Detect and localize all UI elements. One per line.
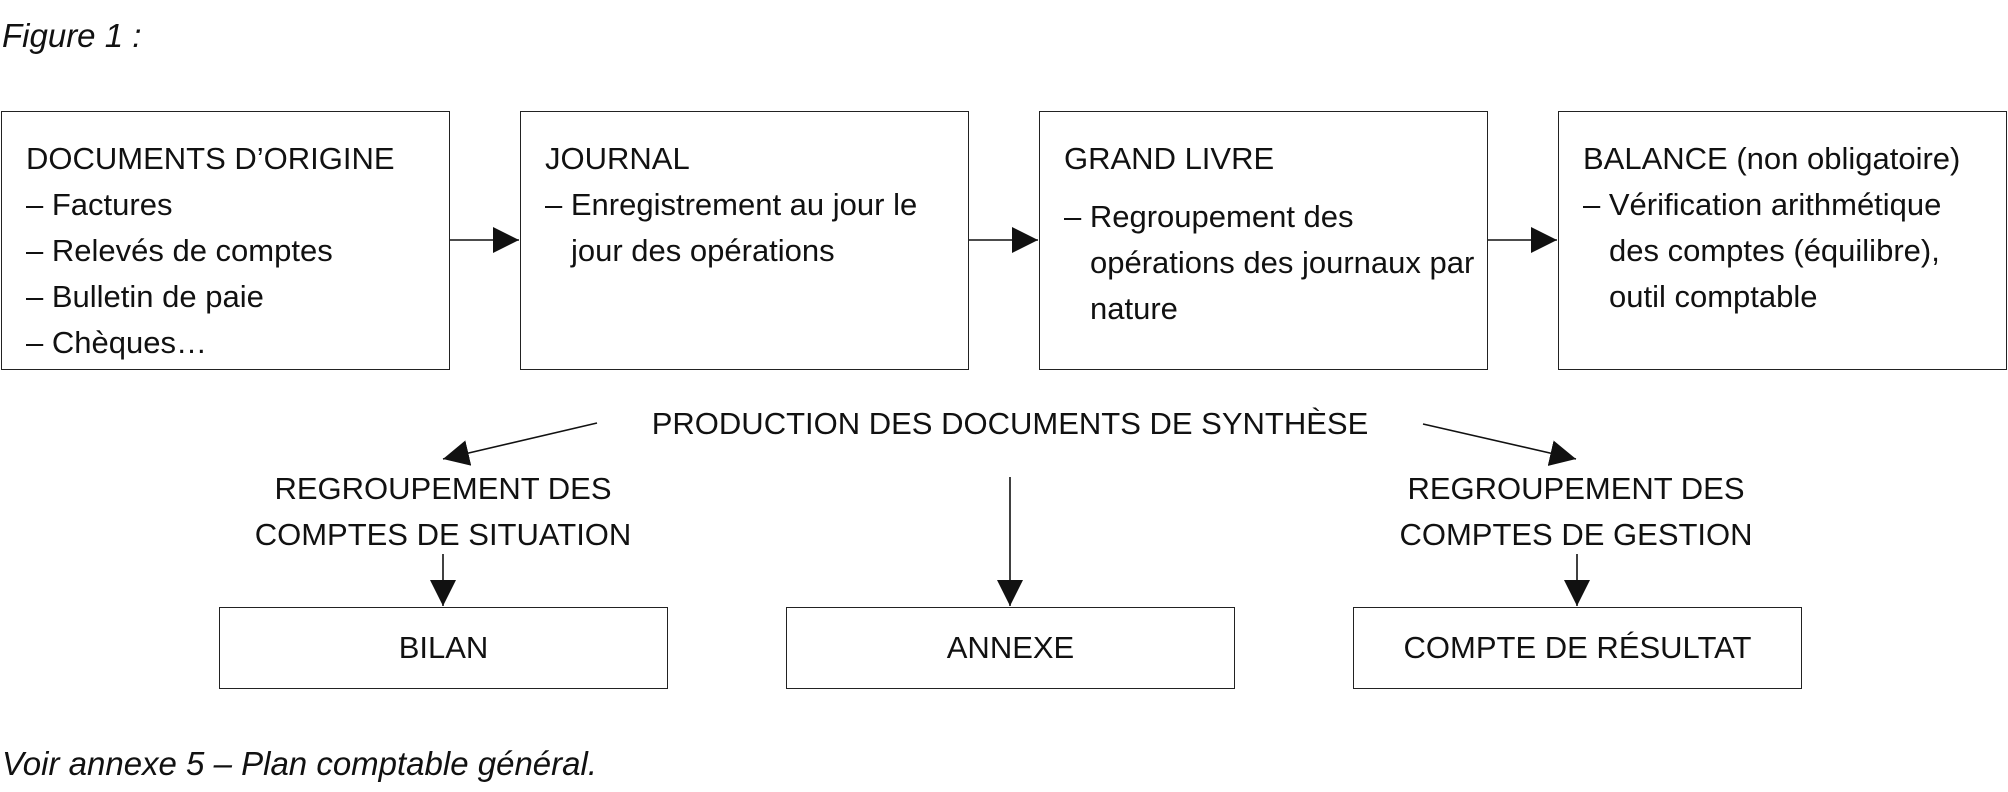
output-annexe: ANNEXE xyxy=(786,607,1235,689)
grouping-line: REGROUPEMENT DES xyxy=(274,471,612,506)
stage-items: – Enregistrement au jour le jour des opé… xyxy=(545,182,960,274)
grouping-gestion: REGROUPEMENT DES COMPTES DE GESTION xyxy=(1399,466,1752,558)
stage-item: – Relevés de comptes xyxy=(26,233,333,268)
stage-item: – Factures xyxy=(26,187,173,222)
grouping-line: COMPTES DE SITUATION xyxy=(254,517,632,552)
grouping-line: REGROUPEMENT DES xyxy=(1407,471,1745,506)
stage-item: – Enregistrement au jour le jour des opé… xyxy=(545,187,918,268)
stage-balance: BALANCE (non obligatoire) – Vérification… xyxy=(1558,111,2007,370)
arrow-synthesis-to-gestion xyxy=(1422,423,1577,466)
stage-title: DOCUMENTS D’ORIGINE xyxy=(26,141,395,176)
stage-title: BALANCE (non obligatoire) xyxy=(1583,141,1961,176)
footer-note: Voir annexe 5 – Plan comptable général. xyxy=(2,745,597,782)
stage-title: GRAND LIVRE xyxy=(1064,141,1275,176)
stage-items: – Regroupement des opérations des journa… xyxy=(1064,194,1479,332)
stage-items: – Factures – Relevés de comptes – Bullet… xyxy=(26,182,441,366)
stage-documents-origine: DOCUMENTS D’ORIGINE – Factures – Relevés… xyxy=(1,111,450,370)
synthesis-title: PRODUCTION DES DOCUMENTS DE SYNTHÈSE xyxy=(651,406,1369,441)
stage-grand-livre: GRAND LIVRE – Regroupement des opération… xyxy=(1039,111,1488,370)
stage-title: JOURNAL xyxy=(545,141,690,176)
arrow-synthesis-to-situation xyxy=(442,422,598,466)
grouping-line: COMPTES DE GESTION xyxy=(1399,517,1753,552)
grouping-situation: REGROUPEMENT DES COMPTES DE SITUATION xyxy=(255,466,632,558)
output-bilan: BILAN xyxy=(219,607,668,689)
stage-item: – Regroupement des opérations des journa… xyxy=(1064,199,1475,326)
stage-item: – Bulletin de paie xyxy=(26,279,264,314)
stage-item: – Vérification arithmétique des comptes … xyxy=(1583,187,1942,314)
stage-items: – Vérification arithmétique des comptes … xyxy=(1583,182,1998,320)
output-compte-resultat: COMPTE DE RÉSULTAT xyxy=(1353,607,1802,689)
figure-caption: Figure 1 : xyxy=(2,17,142,54)
stage-item: – Chèques… xyxy=(26,325,207,360)
stage-journal: JOURNAL – Enregistrement au jour le jour… xyxy=(520,111,969,370)
